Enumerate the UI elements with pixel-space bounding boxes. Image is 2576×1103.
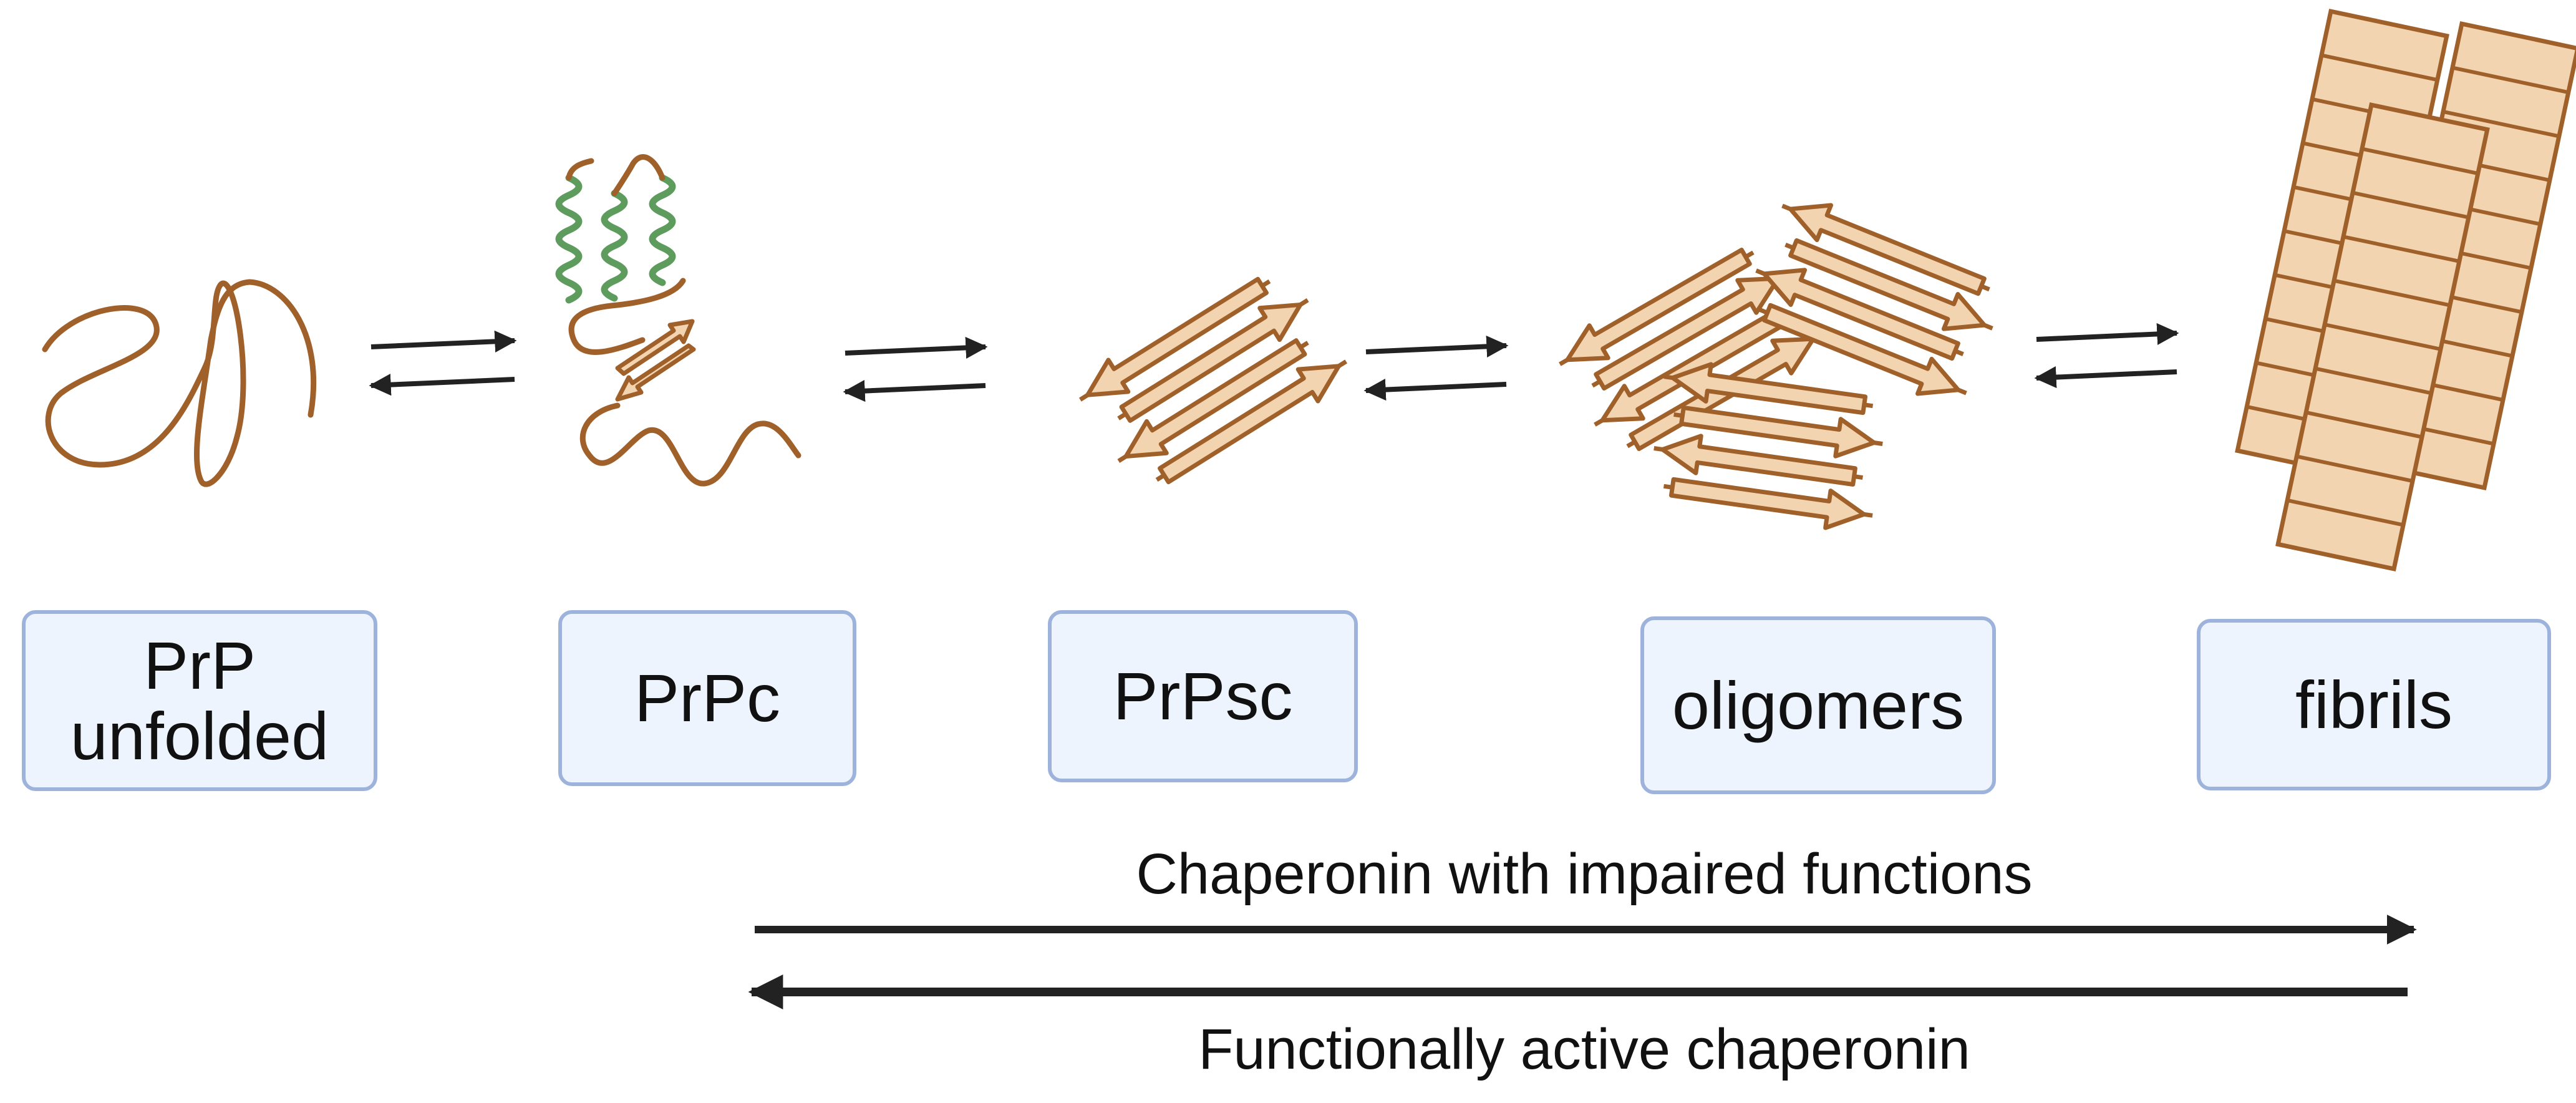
stage-label-text: PrP bbox=[143, 627, 256, 703]
double-arrow-icon bbox=[2034, 323, 2179, 389]
double-arrow-icon bbox=[369, 330, 517, 396]
stage-label-text: oligomers bbox=[1672, 667, 1965, 743]
stage-label-text: PrPc bbox=[634, 660, 781, 736]
beta-strand-icon bbox=[1762, 303, 1960, 396]
random-coil-icon bbox=[42, 279, 317, 487]
prpsc-structure-icon bbox=[1078, 276, 1348, 485]
beta-strand-icon bbox=[1670, 362, 1868, 415]
beta-strand-icon bbox=[1668, 477, 1866, 530]
beta-strand-icon bbox=[1762, 268, 1960, 361]
beta-strand-icon bbox=[1594, 276, 1781, 391]
stage-label-prpsc: PrPsc bbox=[1048, 610, 1358, 782]
beta-strand-icon bbox=[1600, 308, 1787, 423]
beta-strand-icon bbox=[615, 343, 696, 402]
stage-label-oligomers: oligomers bbox=[1640, 616, 1996, 794]
alpha-helix-icon bbox=[555, 174, 676, 304]
beta-strand-icon bbox=[1123, 338, 1307, 459]
oligomer-sheet-icon bbox=[1654, 362, 1883, 530]
beta-strand-icon bbox=[615, 319, 695, 376]
prpc-structure-icon bbox=[555, 154, 801, 487]
beta-strand-icon bbox=[1788, 238, 1987, 331]
beta-strand-icon bbox=[1660, 434, 1857, 487]
stage-label-text: PrPsc bbox=[1113, 658, 1293, 734]
stage-label-prpc: PrPc bbox=[558, 610, 856, 786]
beta-strand-icon bbox=[1085, 276, 1269, 397]
stage-label-text: unfolded bbox=[70, 698, 329, 774]
reverse-pathway-label: Functionally active chaperonin bbox=[1198, 1018, 1970, 1081]
double-arrow-icon bbox=[843, 336, 988, 402]
forward-pathway-label: Chaperonin with impaired functions bbox=[1136, 842, 2033, 906]
stage-label-unfolded: PrP unfolded bbox=[22, 610, 377, 791]
beta-strand-icon bbox=[1119, 302, 1303, 423]
beta-strand-icon bbox=[1679, 406, 1876, 459]
fibril-icon bbox=[2235, 8, 2576, 572]
beta-strand-icon bbox=[1158, 364, 1341, 485]
oligomer-sheet-icon bbox=[1755, 203, 1993, 396]
beta-strand-icon bbox=[1788, 203, 1987, 296]
beta-strand-icon bbox=[1565, 247, 1752, 362]
fibril-column bbox=[2275, 102, 2490, 572]
double-arrow-icon bbox=[1363, 335, 1509, 401]
stage-label-text: fibrils bbox=[2295, 666, 2453, 742]
stage-label-fibrils: fibrils bbox=[2197, 619, 2551, 790]
